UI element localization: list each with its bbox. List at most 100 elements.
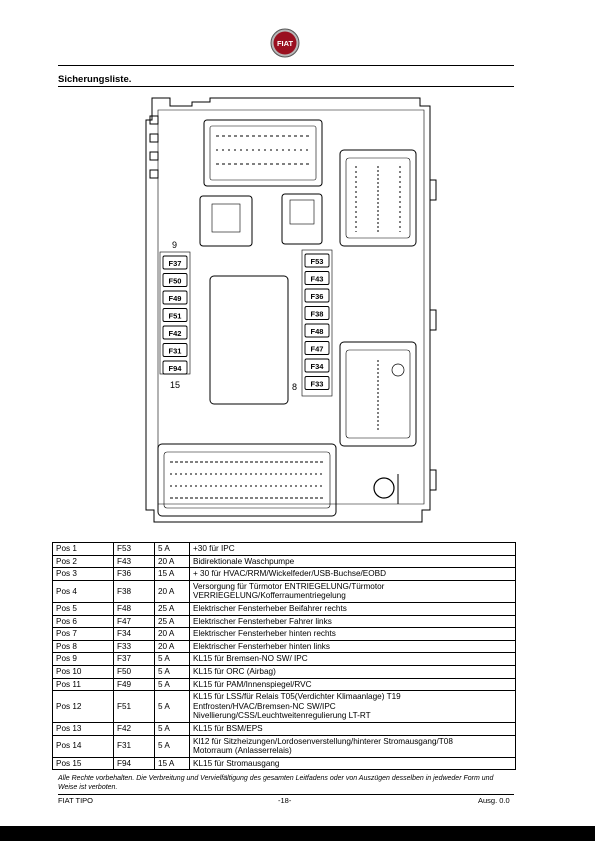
- description-line: Elektrischer Fensterheber hinten rechts: [193, 629, 336, 639]
- row-amperage: 15 A: [154, 567, 190, 581]
- row-fuse: F53: [113, 542, 155, 556]
- row-fuse: F31: [113, 734, 155, 758]
- row-fuse: F43: [113, 554, 155, 569]
- description-line: Entfrosten/HVAC/Bremsen-NC SW/IPC: [193, 701, 336, 711]
- description-line: Elektrischer Fensterheber Beifahrer rech…: [193, 603, 347, 613]
- footer-model: FIAT TIPO: [58, 796, 94, 805]
- row-fuse: F50: [113, 664, 155, 679]
- description-line: + 30 für HVAC/RRM/Wickelfeder/USB-Buchse…: [193, 569, 386, 579]
- fuse-label-f50: F50: [169, 277, 182, 286]
- fuse-slot: [162, 308, 188, 322]
- row-description: +30 für IPC: [189, 542, 516, 556]
- row-description: Versorgung für Türmotor ENTRIEGELUNG/Tür…: [189, 579, 516, 603]
- row-amperage: 5 A: [154, 721, 190, 736]
- row-description: Elektrischer Fensterheber hinten rechts: [189, 627, 516, 641]
- row-amperage: 20 A: [154, 627, 190, 641]
- fuse-slot: [162, 325, 188, 340]
- fuse-label-f94: F94: [169, 364, 183, 373]
- row-fuse: F33: [113, 639, 155, 654]
- row-description: KL15 für PAM/Innenspiegel/RVC: [189, 677, 516, 692]
- row-position: Pos 5: [52, 601, 114, 616]
- description-line: Bidirektionale Waschpumpe: [193, 556, 295, 566]
- row-amperage: 5 A: [154, 690, 190, 723]
- row-fuse: F38: [113, 579, 155, 603]
- fuse-label-f38: F38: [311, 310, 324, 319]
- row-fuse: F47: [113, 614, 155, 629]
- row-description: + 30 für HVAC/RRM/Wickelfeder/USB-Buchse…: [189, 567, 516, 581]
- title-rule: [58, 86, 514, 87]
- fuse-label-f47: F47: [311, 345, 324, 354]
- description-line: Elektrischer Fensterheber Fahrer links: [193, 616, 332, 626]
- row-amperage: 5 A: [154, 734, 190, 758]
- row-amperage: 20 A: [154, 639, 190, 654]
- footer-page-number: -18-: [278, 796, 292, 805]
- fuse-label-f34: F34: [311, 362, 325, 371]
- row-fuse: F94: [113, 756, 155, 771]
- row-fuse: F36: [113, 567, 155, 581]
- header-rule: [58, 65, 514, 66]
- row-amperage: 5 A: [154, 664, 190, 679]
- fiat-logo: FIAT: [270, 28, 300, 58]
- row-position: Pos 3: [52, 567, 114, 581]
- row-position: Pos 8: [52, 639, 114, 654]
- row-position: Pos 1: [52, 542, 114, 556]
- fuse-slot: [162, 290, 188, 305]
- footer-edition: Ausg. 0.0: [478, 796, 510, 805]
- description-line: KL15 für BSM/EPS: [193, 723, 263, 733]
- fuse-label-f48: F48: [311, 327, 324, 336]
- copyright-note: Alle Rechte vorbehalten. Die Verbreitung…: [58, 775, 494, 791]
- row-position: Pos 2: [52, 554, 114, 569]
- fuse-slot: [304, 253, 330, 268]
- fuse-slot: [304, 288, 330, 303]
- row-fuse: F49: [113, 677, 155, 692]
- page-title: Sicherungsliste.: [58, 74, 132, 85]
- fuse-label-f53: F53: [311, 257, 324, 266]
- row-amperage: 25 A: [154, 601, 190, 616]
- fuse-slot: [304, 341, 330, 355]
- logo-text: FIAT: [277, 39, 294, 48]
- row-amperage: 5 A: [154, 542, 190, 556]
- row-description: Kl12 für Sitzheizungen/Lordosenverstellu…: [189, 734, 516, 758]
- row-description: Elektrischer Fensterheber Beifahrer rech…: [189, 601, 516, 616]
- diagram-label-8: 8: [292, 382, 297, 392]
- row-amperage: 15 A: [154, 756, 190, 771]
- row-fuse: F37: [113, 652, 155, 666]
- description-line: Versorgung für Türmotor ENTRIEGELUNG/Tür…: [193, 581, 385, 591]
- row-amperage: 25 A: [154, 614, 190, 629]
- fuse-slot: [304, 376, 330, 390]
- row-position: Pos 6: [52, 614, 114, 629]
- row-description: KL15 für ORC (Airbag): [189, 664, 516, 679]
- fuse-label-f31: F31: [169, 347, 182, 356]
- fuse-label-f36: F36: [311, 292, 324, 301]
- description-line: Nivellierung/CSS/Leuchtweitenregulierung…: [193, 711, 371, 721]
- row-position: Pos 11: [52, 677, 114, 692]
- row-fuse: F51: [113, 690, 155, 723]
- row-description: Elektrischer Fensterheber hinten links: [189, 639, 516, 654]
- fuse-label-f51: F51: [169, 312, 182, 321]
- row-description: Elektrischer Fensterheber Fahrer links: [189, 614, 516, 629]
- fuse-slot: [304, 271, 330, 285]
- row-position: Pos 14: [52, 734, 114, 758]
- diagram-label-15: 15: [170, 380, 180, 390]
- row-position: Pos 13: [52, 721, 114, 736]
- diagram-label-9: 9: [172, 240, 177, 250]
- row-position: Pos 7: [52, 627, 114, 641]
- row-fuse: F34: [113, 627, 155, 641]
- bottom-bar: [0, 826, 595, 841]
